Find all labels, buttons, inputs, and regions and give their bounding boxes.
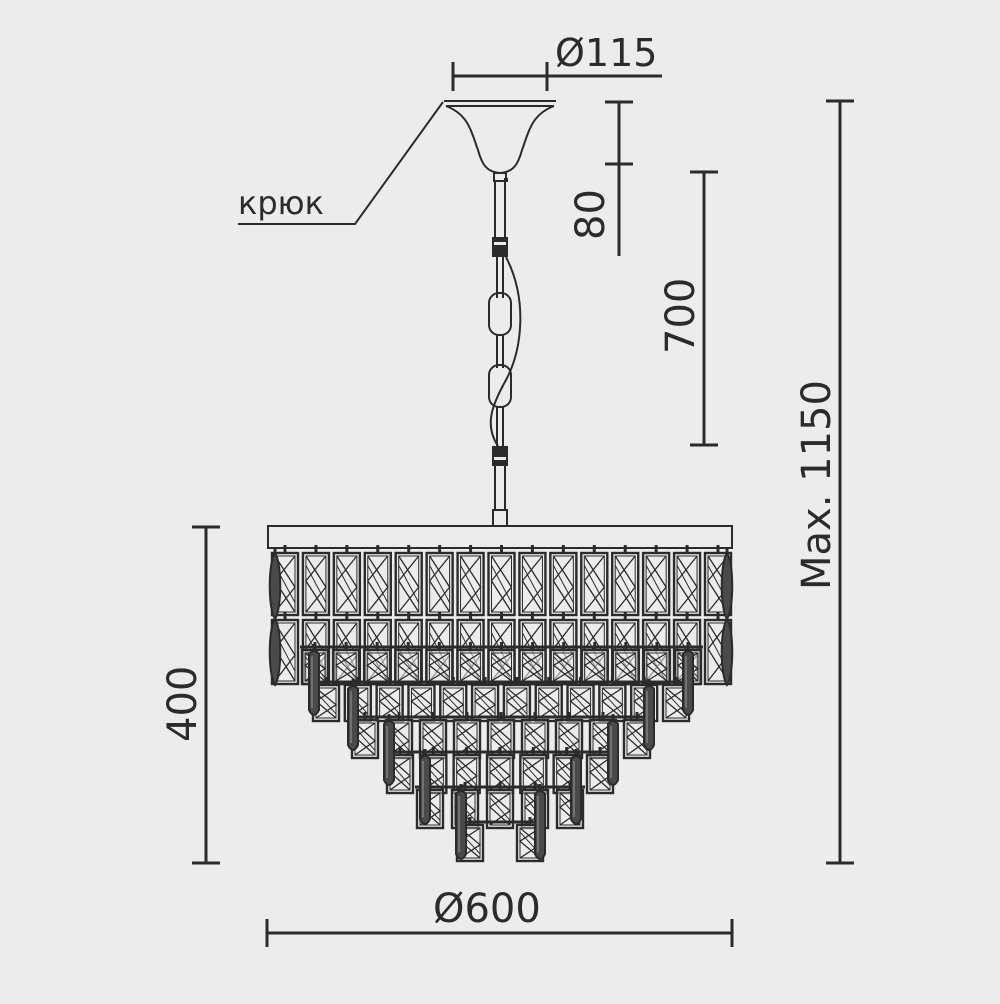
crystal-prism	[534, 677, 563, 723]
max-height-dimension: Max. 1150	[794, 99, 854, 865]
body-height-dimension: 400	[160, 525, 220, 865]
pendant-drop	[720, 547, 734, 687]
crystal-prism	[331, 642, 361, 686]
canopy-height-dimension: 80	[568, 100, 633, 256]
crystal-prism	[470, 677, 500, 723]
crystal-prism	[363, 545, 392, 617]
crystal-prism	[407, 677, 436, 723]
crystal-prism	[362, 642, 392, 686]
chain-length-label: 700	[658, 278, 704, 354]
hook-callout: крюк	[238, 101, 444, 225]
pendant-drop	[383, 714, 395, 786]
canopy-diameter-dimension: Ø115	[451, 31, 662, 91]
body-diameter-label: Ø600	[433, 886, 541, 932]
canopy-height-label: 80	[568, 189, 614, 240]
max-height-label: Max. 1150	[794, 380, 840, 590]
crystal-prism	[611, 545, 640, 617]
canopy-diameter-label: Ø115	[555, 31, 657, 75]
canopy	[444, 100, 556, 182]
pendant-drop	[643, 679, 655, 751]
pendant-drop	[268, 547, 282, 687]
pendant-drop	[607, 714, 619, 786]
pendant-drop	[308, 644, 320, 716]
crystal-prism	[456, 642, 485, 686]
pendant-drop	[455, 784, 467, 860]
pendant-drop	[682, 644, 694, 716]
crystal-pendants	[268, 547, 734, 860]
crystal-prism	[502, 677, 532, 723]
crystal-prism	[301, 545, 331, 617]
crystal-prism	[425, 545, 454, 617]
pendant-drop	[534, 784, 546, 860]
pendant-drop	[347, 679, 359, 751]
crystal-body	[270, 545, 733, 863]
crystal-prism	[566, 677, 595, 723]
body-diameter-dimension: Ø600	[265, 886, 734, 947]
crystal-prism	[394, 545, 423, 617]
crystal-prism	[487, 545, 516, 617]
pendant-drop	[570, 749, 582, 825]
crystal-prism	[641, 545, 671, 617]
crystal-prism	[332, 545, 362, 617]
crystal-prism	[456, 545, 485, 617]
crystal-prism	[518, 545, 547, 617]
hook-label: крюк	[238, 184, 324, 222]
body-height-label: 400	[160, 666, 206, 742]
chain-length-dimension: 700	[658, 170, 718, 447]
frame-ring	[267, 525, 733, 549]
pendant-drop	[419, 749, 431, 825]
crystal-prism	[549, 545, 578, 617]
crystal-prism	[394, 642, 423, 686]
crystal-prism	[518, 642, 547, 686]
crystal-prism	[350, 712, 380, 760]
crystal-prism	[580, 642, 609, 686]
suspension-chain	[488, 181, 522, 527]
crystal-prism	[672, 545, 702, 617]
crystal-prism	[580, 545, 609, 617]
